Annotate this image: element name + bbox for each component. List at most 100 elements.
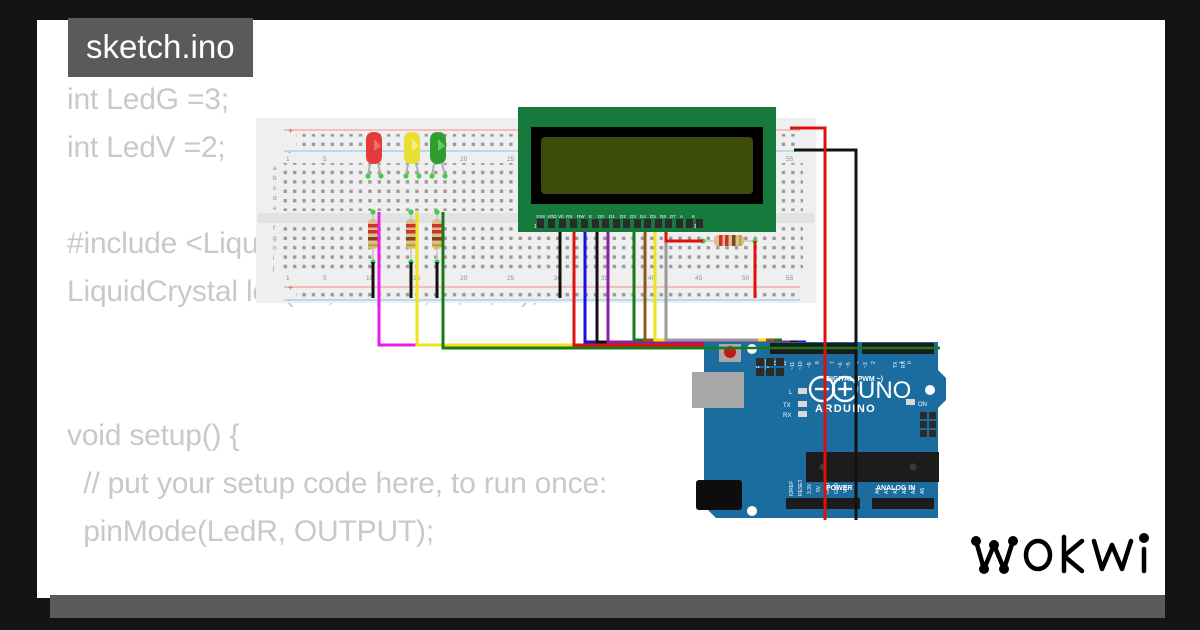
svg-text:A2: A2 <box>893 488 899 494</box>
svg-text:4: 4 <box>855 361 861 364</box>
board-brand-label: ARDUINO <box>815 403 876 415</box>
svg-text:50: 50 <box>742 275 750 282</box>
svg-text:TX: TX <box>783 403 791 409</box>
svg-text:2: 2 <box>871 361 877 364</box>
breadboard-row-labels-bottom: fgh ij <box>272 225 277 272</box>
svg-text:RESET: RESET <box>798 479 804 496</box>
usb-connector <box>692 372 744 408</box>
svg-text:5: 5 <box>323 275 327 282</box>
svg-text:A5: A5 <box>920 488 926 494</box>
file-tab-sketch-ino[interactable]: sketch.ino <box>68 18 253 77</box>
svg-text:e: e <box>273 205 277 212</box>
resistor-3[interactable] <box>432 209 442 265</box>
power-header-label: POWER <box>826 485 852 492</box>
mounting-hole <box>925 385 935 395</box>
bottom-status-bar <box>50 595 1165 618</box>
led-green[interactable] <box>429 132 448 179</box>
svg-text:D2: D2 <box>620 214 626 219</box>
svg-text:~10: ~10 <box>798 361 804 370</box>
svg-text:25: 25 <box>507 156 515 163</box>
svg-text:TX: TX <box>893 361 899 368</box>
svg-text:IOREF: IOREF <box>789 481 795 496</box>
svg-text:d: d <box>273 195 277 202</box>
svg-text:L: L <box>789 390 793 396</box>
svg-text:D3: D3 <box>630 214 636 219</box>
svg-text:D1: D1 <box>609 214 615 219</box>
svg-text:b: b <box>273 175 277 182</box>
svg-text:5V: 5V <box>816 485 822 492</box>
svg-text:K: K <box>692 214 696 219</box>
arduino-uno-board[interactable]: AREF GND 13 12 ~11 ~10 ~9 8 7 ~6 ~5 4 ~3… <box>692 342 946 518</box>
svg-text:GND: GND <box>834 483 840 495</box>
svg-text:+: + <box>288 283 293 293</box>
svg-text:1: 1 <box>534 224 537 230</box>
power-pin-labels: IOREF RESET 3.3V 5V GND GND Vin <box>789 479 849 496</box>
svg-text:~9: ~9 <box>807 362 813 368</box>
svg-text:-: - <box>288 295 291 305</box>
svg-text:8: 8 <box>815 361 821 364</box>
svg-text:35: 35 <box>601 275 609 282</box>
svg-text:A3: A3 <box>902 488 908 494</box>
breadboard-row-labels-top: abc de <box>273 165 277 212</box>
code-line: // put your setup code here, to run once… <box>67 467 608 500</box>
analog-header-label: ANALOG IN <box>876 485 915 492</box>
svg-text:A: A <box>680 214 684 219</box>
power-jack <box>696 480 742 510</box>
svg-text:-: - <box>288 147 291 157</box>
svg-text:f: f <box>273 225 275 232</box>
svg-text:RX: RX <box>901 360 907 368</box>
svg-text:E: E <box>589 214 592 219</box>
status-leds: L TX RX ON <box>783 388 927 419</box>
svg-text:A0: A0 <box>875 488 881 494</box>
svg-text:VSS: VSS <box>536 214 545 219</box>
svg-text:D7: D7 <box>670 214 676 219</box>
svg-text:GND: GND <box>825 483 831 495</box>
lcd-pin-headers <box>537 219 703 228</box>
svg-text:25: 25 <box>507 275 515 282</box>
svg-text:45: 45 <box>695 275 703 282</box>
icsp-header-2 <box>920 412 936 437</box>
led-red[interactable] <box>365 132 384 179</box>
svg-text:55: 55 <box>786 156 794 163</box>
svg-text:3.3V: 3.3V <box>807 483 813 494</box>
analog-pin-labels: A0 A1 A2 A3 A4 A5 <box>875 488 926 494</box>
svg-text:10: 10 <box>366 275 374 282</box>
board-model-label: UNO <box>858 377 911 404</box>
code-line: pinMode(LedR, OUTPUT); <box>67 515 434 548</box>
svg-text:h: h <box>273 245 277 252</box>
svg-text:D4: D4 <box>640 214 646 219</box>
svg-text:VDD: VDD <box>547 214 557 219</box>
svg-text:A4: A4 <box>911 488 917 494</box>
wokwi-logo <box>971 533 1149 574</box>
resistor-1[interactable] <box>368 209 378 265</box>
svg-text:5: 5 <box>323 156 327 163</box>
svg-text:12: 12 <box>782 360 788 366</box>
icsp-header <box>756 358 784 376</box>
svg-text:V0: V0 <box>558 214 564 219</box>
analog-header[interactable] <box>872 498 934 509</box>
svg-text:20: 20 <box>460 275 468 282</box>
wire-gray <box>664 228 758 342</box>
svg-text:~6: ~6 <box>838 362 844 368</box>
logo-nodes <box>971 533 1149 574</box>
svg-text:a: a <box>273 165 277 172</box>
svg-text:g: g <box>273 235 277 242</box>
svg-text:D6: D6 <box>660 214 666 219</box>
svg-text:+: + <box>288 126 293 136</box>
microcontroller-ic <box>806 452 939 482</box>
wire-red <box>664 228 703 243</box>
svg-text:40: 40 <box>648 275 656 282</box>
svg-text:7: 7 <box>830 361 836 364</box>
svg-text:55: 55 <box>786 275 794 282</box>
svg-text:~11: ~11 <box>790 362 796 370</box>
power-header[interactable] <box>786 498 860 509</box>
svg-text:D5: D5 <box>650 214 656 219</box>
svg-text:RW: RW <box>577 214 585 219</box>
led-yellow[interactable] <box>403 132 422 179</box>
mounting-hole <box>747 506 757 516</box>
svg-text:RS: RS <box>566 214 572 219</box>
svg-text:D0: D0 <box>598 214 604 219</box>
